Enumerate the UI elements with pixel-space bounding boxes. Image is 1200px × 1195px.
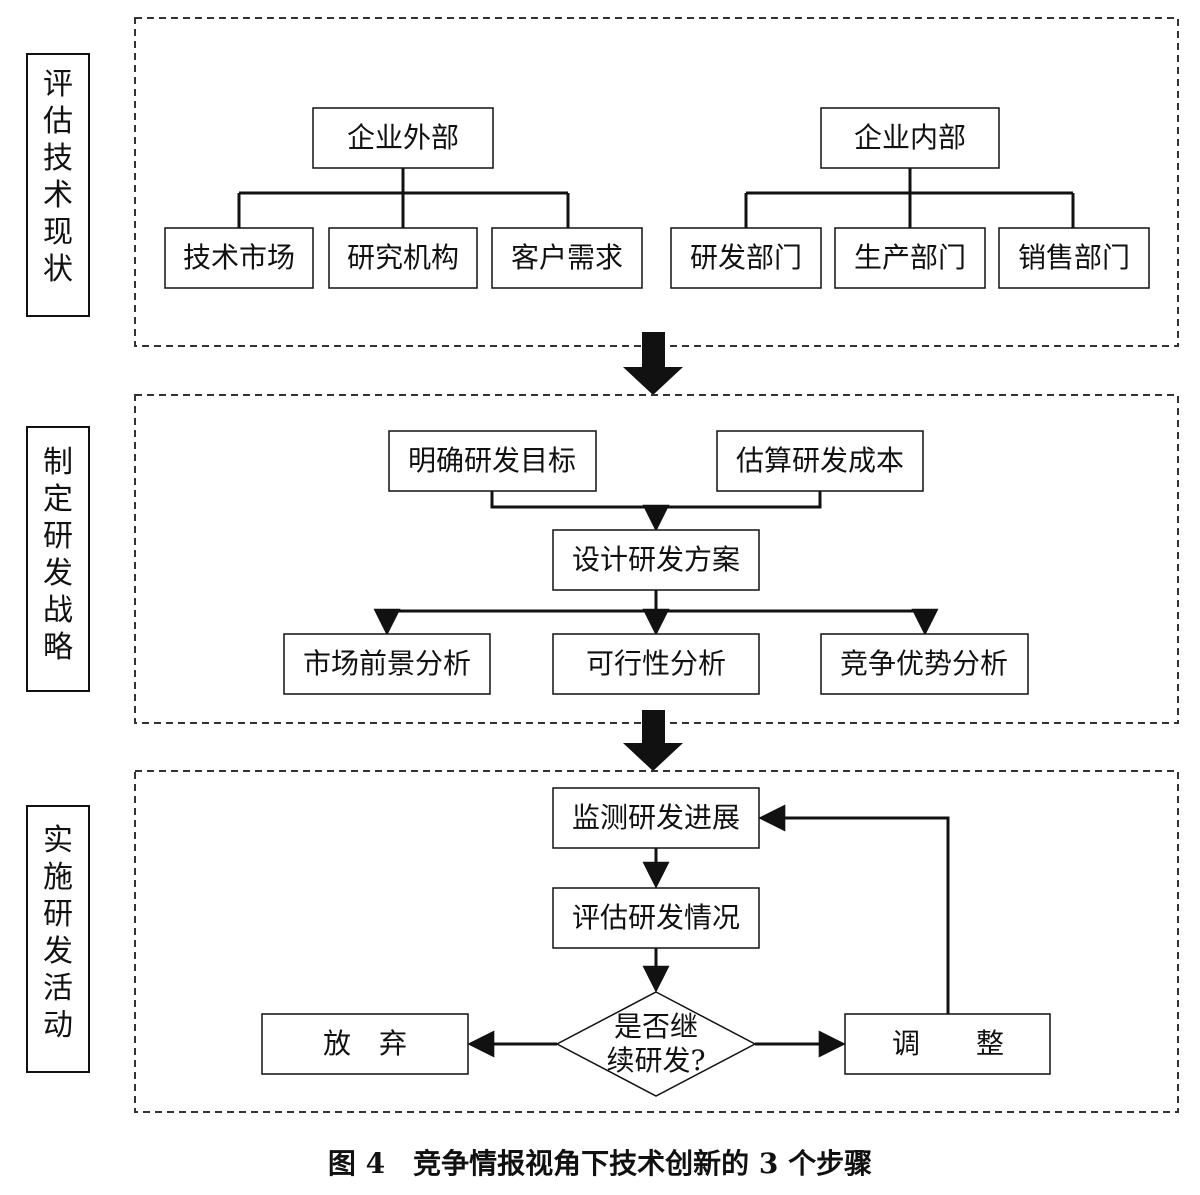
internal-title: 企业内部 — [854, 121, 966, 154]
item-research-institute: 研究机构 — [347, 241, 459, 274]
output-box-feasibility — [552, 633, 760, 695]
decision-line-2: 续研发? — [606, 1044, 705, 1077]
external-title: 企业外部 — [347, 121, 459, 154]
stage3-panel — [134, 770, 1179, 1113]
output-competitive-advantage: 竞争优势分析 — [840, 647, 1008, 680]
vertical-label-char: 动 — [43, 1008, 73, 1043]
stage1-label-box — [26, 53, 90, 317]
evaluate-status: 评估研发情况 — [572, 901, 740, 934]
vertical-label-char: 活 — [43, 971, 73, 1006]
vertical-label-char: 现 — [43, 215, 73, 250]
item-box-customer-demand — [491, 227, 643, 289]
item-box-tech-market — [164, 227, 314, 289]
decision-line-1: 是否继 — [614, 1010, 698, 1043]
stage1-label: 评估技术现状 — [43, 67, 73, 287]
input-box-estimate-cost — [716, 430, 924, 492]
output-market-outlook: 市场前景分析 — [303, 647, 471, 680]
feedback-loop-line — [758, 804, 950, 1014]
output-box-competitive-advantage — [820, 633, 1029, 695]
evaluate-box — [552, 887, 760, 949]
vertical-label-char: 评 — [43, 67, 73, 102]
figure-caption: 图 4 竞争情报视角下技术创新的 3 个步骤 — [328, 1147, 872, 1180]
vertical-label-char: 研 — [43, 897, 73, 932]
external-tree-lines — [237, 168, 570, 228]
vertical-label-char: 实 — [43, 823, 73, 858]
stage2-label-box — [26, 426, 90, 692]
internal-tree-lines — [744, 168, 1075, 228]
merge-lines — [490, 491, 822, 509]
vertical-label-char: 研 — [43, 519, 73, 554]
input-define-goals: 明确研发目标 — [408, 444, 576, 477]
monitor-box — [552, 787, 760, 849]
stage-transition-arrow-1 — [623, 332, 683, 395]
item-rd-dept: 研发部门 — [690, 241, 802, 274]
decision-diamond — [555, 991, 757, 1097]
vertical-label-char: 状 — [43, 252, 73, 287]
split-lines — [387, 590, 925, 613]
vertical-label-char: 制 — [43, 445, 73, 480]
monitor-progress: 监测研发进展 — [572, 801, 740, 834]
vertical-label-char: 发 — [43, 934, 73, 969]
vertical-label-char: 估 — [43, 104, 73, 139]
stage1-panel — [134, 17, 1179, 347]
stage2-label: 制定研发战略 — [43, 445, 73, 665]
internal-title-box — [820, 107, 1000, 169]
abandon-label: 放 弃 — [323, 1027, 407, 1060]
center-design-plan: 设计研发方案 — [572, 543, 740, 576]
stage2-panel — [134, 394, 1179, 724]
item-box-research-institute — [328, 227, 478, 289]
item-sales-dept: 销售部门 — [1018, 241, 1130, 274]
external-title-box — [312, 107, 494, 169]
output-feasibility: 可行性分析 — [586, 647, 726, 680]
vertical-label-char: 战 — [43, 593, 73, 628]
adjust-box — [844, 1013, 1051, 1075]
output-box-market-outlook — [283, 633, 491, 695]
vertical-label-char: 术 — [43, 178, 73, 213]
vertical-label-char: 技 — [43, 141, 73, 176]
vertical-label-char: 定 — [43, 482, 73, 517]
vertical-label-char: 发 — [43, 556, 73, 591]
item-tech-market: 技术市场 — [183, 241, 295, 274]
item-box-production-dept — [834, 227, 986, 289]
adjust-label: 调 整 — [892, 1027, 1004, 1060]
center-box-design-plan — [552, 529, 760, 591]
vertical-label-char: 施 — [43, 860, 73, 895]
item-box-sales-dept — [998, 227, 1150, 289]
input-estimate-cost: 估算研发成本 — [736, 444, 904, 477]
stage3-label-box — [26, 805, 90, 1073]
item-box-rd-dept — [670, 227, 822, 289]
item-production-dept: 生产部门 — [854, 241, 966, 274]
abandon-box — [261, 1013, 469, 1075]
item-customer-demand: 客户需求 — [511, 241, 623, 274]
stage-transition-arrow-2 — [623, 710, 683, 771]
stage3-label: 实施研发活动 — [43, 823, 73, 1043]
vertical-label-char: 略 — [43, 630, 73, 665]
